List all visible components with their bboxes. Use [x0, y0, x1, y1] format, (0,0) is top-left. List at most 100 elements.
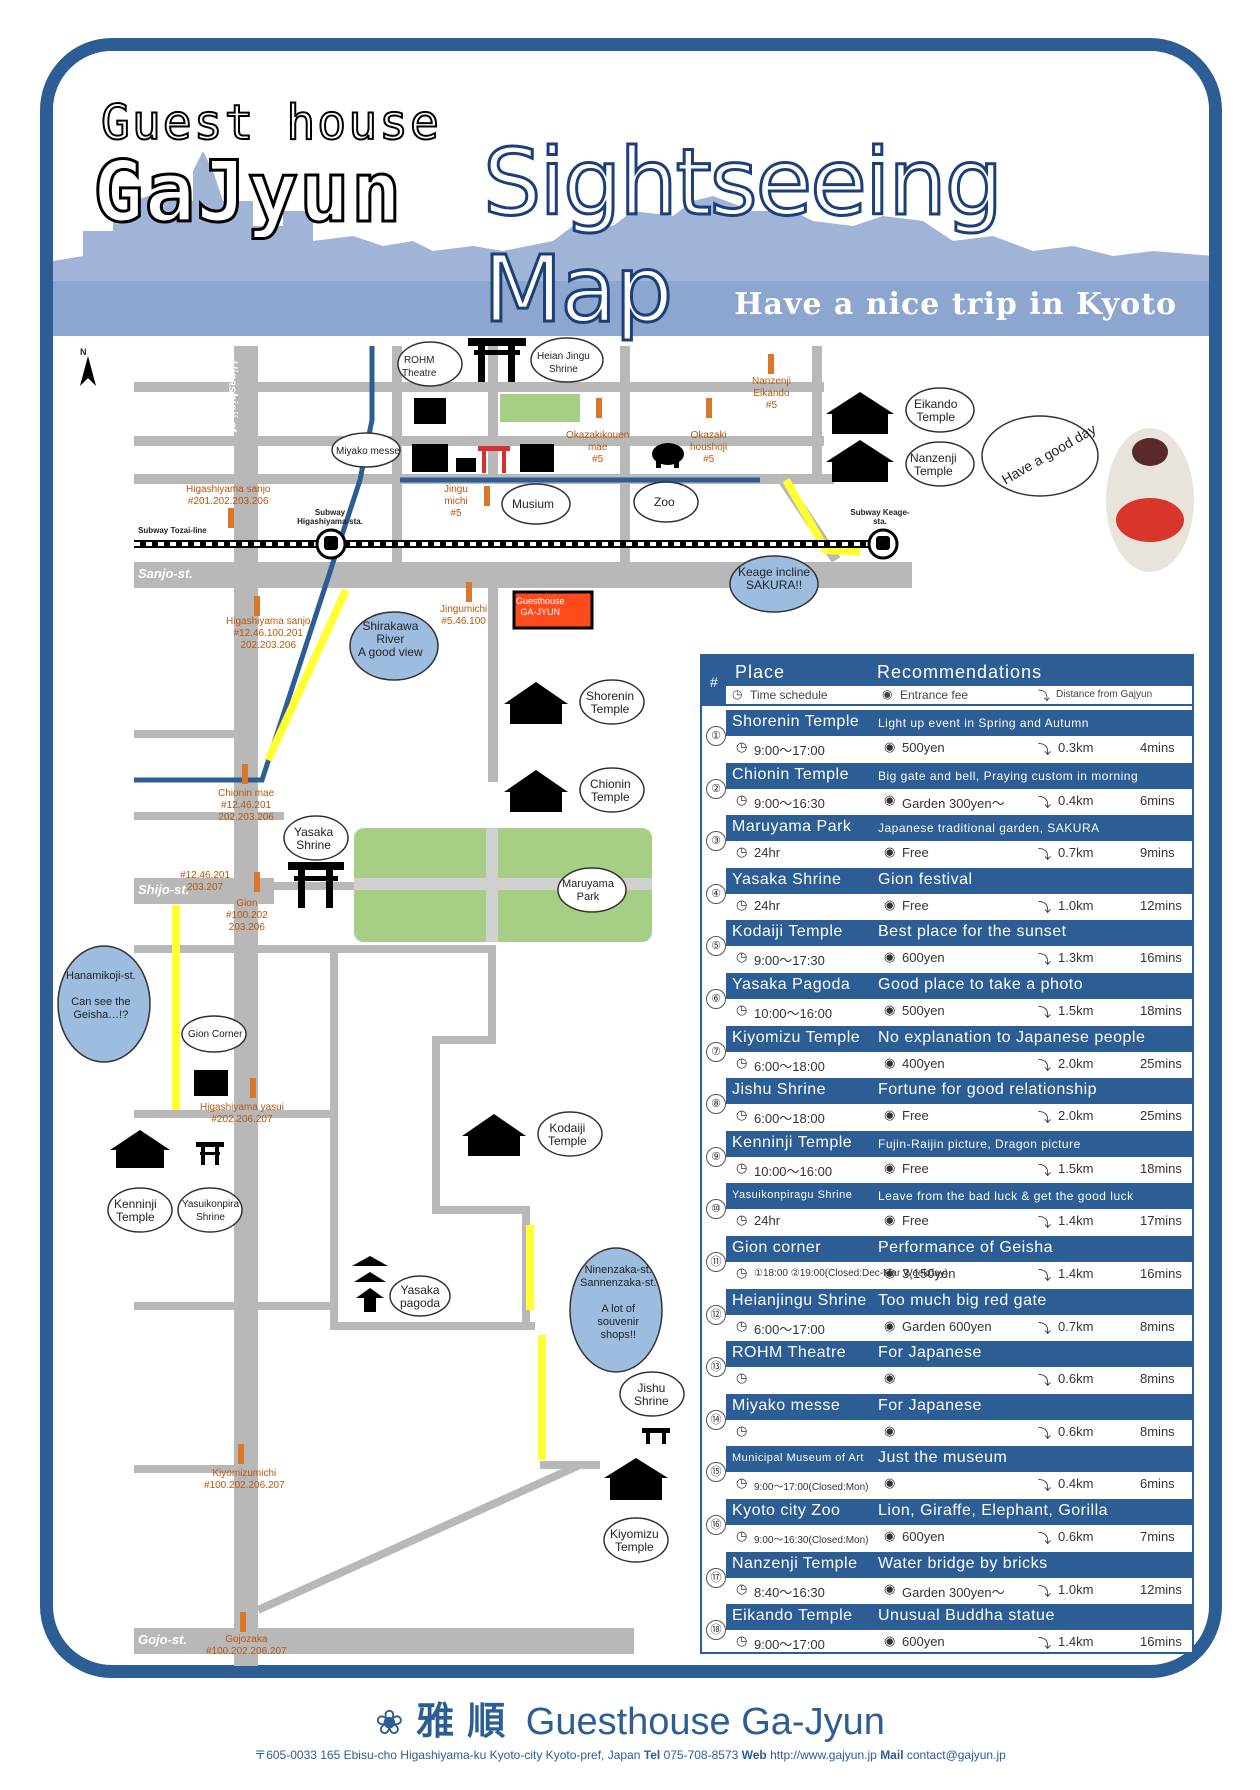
row-place: Maruyama Park: [732, 818, 852, 836]
museum-label: Musium: [512, 497, 555, 511]
row-place: Heianjingu Shrine: [732, 1291, 867, 1309]
row-time: 9:00～17:00(Closed:Mon): [754, 1482, 869, 1494]
header-banner: Guest house GaJyun Sightseeing Map Have …: [53, 51, 1209, 345]
row-fee: Free: [902, 845, 929, 861]
pagoda-label: Yasaka pagoda: [400, 1283, 441, 1310]
row-place: Kodaiji Temple: [732, 923, 843, 941]
bus-okazaki-houshoji: Okazaki houshoji #5: [690, 430, 728, 465]
row-number: ⑨: [706, 1146, 726, 1167]
bus-nanzenji-eikando: Nanzenji Eikando #5: [752, 376, 791, 411]
row-fee: Garden 600yen: [902, 1318, 992, 1334]
row-minutes: 12mins: [1140, 1581, 1182, 1597]
row-minutes: 6mins: [1140, 792, 1175, 808]
web-link[interactable]: http://www.gajyun.jp: [770, 1748, 877, 1762]
coin-icon: ◉: [884, 1054, 896, 1070]
bus-kiyomizumichi: Kiyomizumichi #100.202.206.207: [204, 1468, 285, 1491]
row-recommendation: Unusual Buddha statue: [878, 1607, 1055, 1625]
yasaka-shrine-label: Yasaka Shrine: [294, 825, 334, 852]
recommendation-table: # Place Recommendations ◷ Time schedule …: [700, 654, 1194, 1654]
row-number: ⑬: [706, 1357, 726, 1378]
row-recommendation: Light up event in Spring and Autumn: [878, 716, 1089, 730]
coin-icon: ◉: [884, 844, 896, 860]
clock-icon: ◷: [736, 1580, 748, 1596]
row-minutes: 16mins: [1140, 950, 1182, 966]
row-place: Eikando Temple: [732, 1607, 853, 1625]
walk-icon: ⤵: [1038, 1373, 1052, 1389]
walk-icon: ⤵: [1038, 1005, 1052, 1020]
row-fee: Free: [902, 1160, 929, 1176]
walk-icon: ⤵: [1038, 1425, 1052, 1441]
station-keage-label: Subway Keage-sta.: [850, 508, 910, 526]
street-sanjo: Sanjo-st.: [138, 566, 193, 581]
clock-icon: ◷: [736, 1054, 748, 1070]
kodaiji-label: Kodaiji Temple: [548, 1121, 587, 1148]
row-time: 10:00～16:00: [754, 1006, 833, 1021]
walk-icon: ⤵: [1038, 1320, 1052, 1336]
clock-icon: ◷: [736, 1370, 748, 1386]
walk-icon: ⤵: [1038, 1583, 1052, 1599]
row-distance: 0.4km: [1058, 1476, 1094, 1492]
row-time: 24hr: [754, 897, 781, 913]
walk-icon: ⤵: [1038, 952, 1052, 968]
web-label: Web: [741, 1748, 767, 1762]
row-minutes: 25mins: [1140, 1108, 1182, 1124]
footer-name-jp: 雅 順: [416, 1698, 506, 1743]
mail-link[interactable]: contact@gajyun.jp: [906, 1748, 1006, 1762]
row-minutes: 16mins: [1140, 1634, 1182, 1650]
row-time: 9:00～17:00: [754, 1637, 825, 1653]
row-fee: 500yen: [902, 1003, 945, 1018]
row-recommendation: Gion festival: [878, 870, 973, 888]
clock-icon: ◷: [736, 1212, 748, 1228]
row-recommendation: Japanese traditional garden, SAKURA: [878, 821, 1100, 836]
row-fee: 600yen: [902, 1634, 945, 1650]
zoo-label: Zoo: [654, 495, 675, 509]
row-minutes: 4mins: [1140, 740, 1175, 755]
clock-icon: ◷: [732, 687, 743, 701]
row-number: ⑱: [706, 1620, 726, 1641]
walk-icon: ⤵: [1038, 1162, 1052, 1178]
row-band: [726, 1183, 1194, 1210]
jishu-label: Jishu Shrine: [634, 1381, 669, 1408]
eikando-label: Eikando Temple: [914, 397, 958, 424]
header-distance: Distance from Gajyun: [1056, 689, 1153, 700]
page-title: Sightseeing Map: [482, 128, 1005, 345]
bus-higashiyama-sanjo: Higashiyama sanjo #12.46.100.201 202.203…: [226, 616, 311, 651]
coin-icon: ◉: [884, 1528, 896, 1543]
row-number: ①: [706, 726, 726, 746]
coin-icon: ◉: [884, 1107, 896, 1123]
tel-label: Tel: [643, 1748, 661, 1762]
coin-icon: ◉: [884, 1475, 896, 1491]
row-minutes: 18mins: [1140, 1160, 1182, 1176]
clock-icon: ◷: [736, 1475, 748, 1491]
nanzenji-label: Nanzenji Temple: [910, 451, 957, 478]
coin-icon: ◉: [884, 739, 896, 754]
header-time: Time schedule: [750, 688, 828, 702]
row-recommendation: Performance of Geisha: [878, 1239, 1054, 1256]
row-distance: 2.0km: [1058, 1108, 1094, 1124]
coin-icon: ◉: [884, 1633, 896, 1649]
row-distance: 1.5km: [1058, 1160, 1094, 1176]
row-distance: 1.0km: [1058, 1581, 1094, 1597]
bus-gojozaka: Gojozaka #100.202.206.207: [206, 1634, 287, 1657]
row-number: ⑩: [706, 1199, 726, 1220]
row-distance: 1.3km: [1058, 950, 1094, 966]
header-line2: GaJyun: [91, 142, 403, 243]
walk-icon: ⤵: [1038, 1478, 1052, 1494]
row-distance: 2.0km: [1058, 1055, 1094, 1071]
station-higashiyama-label: Subway Higashiyama-sta.: [297, 508, 363, 526]
bus-chionin-mae: Chionin mae #12.46.201 202.203.206: [218, 788, 275, 823]
row-fee: Free: [902, 897, 929, 913]
row-time: 9:00～17:00: [754, 743, 825, 758]
row-recommendation: Lion, Giraffe, Elephant, Gorilla: [878, 1502, 1109, 1519]
row-band: [726, 1341, 1194, 1368]
row-fee: Garden 300yen～: [902, 795, 1005, 811]
row-fee: 500yen: [902, 740, 945, 755]
tagline: Have a nice trip in Kyoto: [734, 287, 1177, 322]
